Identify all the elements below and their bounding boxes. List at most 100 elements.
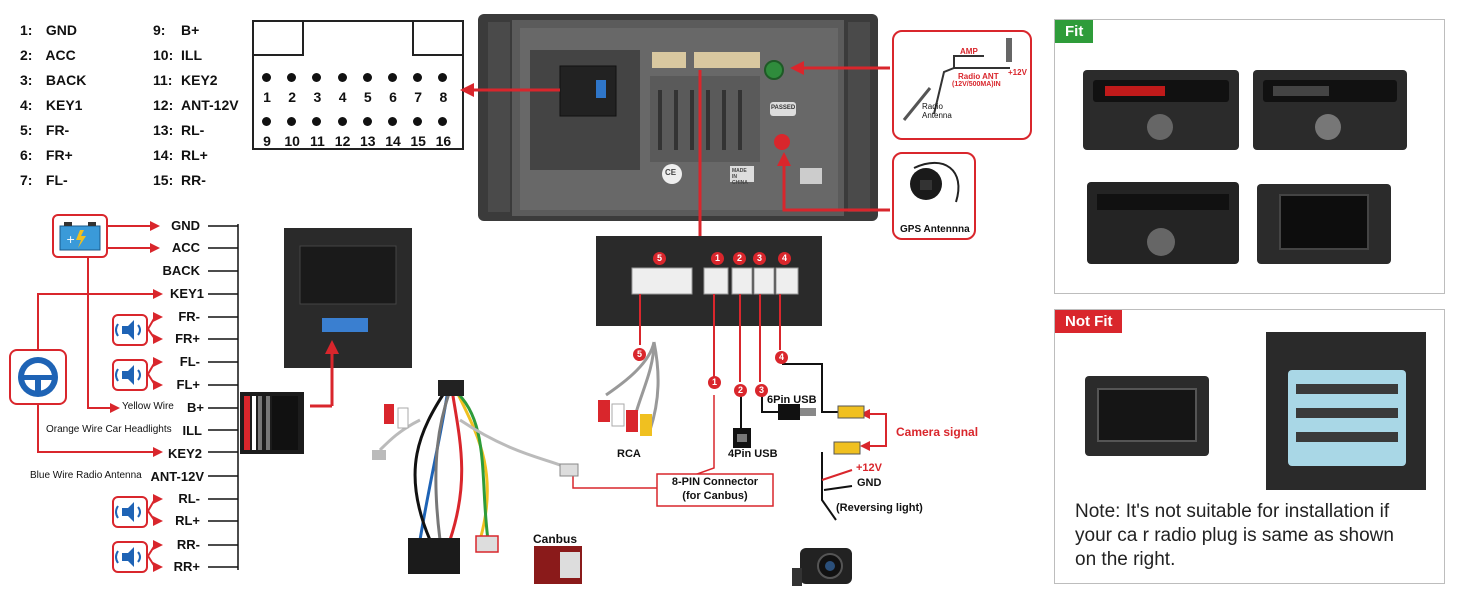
connector-pin-number: 13 xyxy=(360,133,376,149)
gps-antenna-box: GPS Antennna xyxy=(892,152,976,240)
wire-label-ill: ILL xyxy=(182,423,203,438)
wire-label-b-plus: B+ xyxy=(187,400,204,415)
incompatible-plug-photo xyxy=(1266,332,1426,490)
eight-pin-sub-label: (for Canbus) xyxy=(682,490,748,502)
wire-label-rr-minus: RR- xyxy=(176,537,200,552)
connector-pin-number: 9 xyxy=(263,133,271,149)
connector-pin-number: 11 xyxy=(309,133,325,149)
not-fit-note: Note: It's not suitable for installation… xyxy=(1075,501,1394,570)
pin-row: 6: FR+ xyxy=(20,147,73,163)
wire-label-gnd: GND xyxy=(171,218,200,233)
connector-pin-number: 16 xyxy=(435,133,452,149)
pin-row: 4: KEY1 xyxy=(20,97,83,113)
connector-key-left xyxy=(254,22,304,56)
port-number-2: 2 xyxy=(733,252,746,265)
head-unit xyxy=(478,14,878,221)
connector-pin-number: 1 xyxy=(263,89,271,105)
connector-pin-number: 3 xyxy=(313,89,322,105)
speaker-icon xyxy=(112,496,148,528)
wire-note-orange: Orange Wire Car Headlights xyxy=(46,424,172,435)
connector-pin-dot xyxy=(287,117,297,126)
pin-row: 7: FL- xyxy=(20,172,68,188)
not-fit-badge: Not Fit xyxy=(1055,310,1123,333)
connector-pin-number: 4 xyxy=(338,89,347,105)
pin-row: 10:ILL xyxy=(153,47,202,63)
port-number-5: 5 xyxy=(653,252,666,265)
plus12v-label: +12V xyxy=(856,462,882,474)
gnd-label: GND xyxy=(857,477,882,489)
connector-pin-number: 6 xyxy=(389,89,397,105)
wire-label-rr-plus: RR+ xyxy=(173,559,200,574)
connector-pin-dot xyxy=(362,73,372,82)
compatible-radio-4 xyxy=(1257,184,1391,264)
connector-pin-dot xyxy=(388,117,397,126)
connector-pin-number: 7 xyxy=(414,89,423,105)
pin-row: 15:RR- xyxy=(153,172,206,188)
wire-label-acc: ACC xyxy=(171,240,200,255)
pin-row: 13:RL- xyxy=(153,122,205,138)
wire-label-fl-plus: FL+ xyxy=(176,377,200,392)
connector-pin-number: 8 xyxy=(439,89,448,105)
harness-plug xyxy=(240,392,304,454)
connector-pin-number: 12 xyxy=(334,133,351,149)
speaker-icon xyxy=(112,359,148,391)
steering-wheel-icon xyxy=(9,349,67,405)
connector-pin-dot xyxy=(438,117,448,126)
connector-pin-number: 2 xyxy=(288,89,297,105)
connector-pin-dot xyxy=(262,73,271,82)
speaker-icon xyxy=(112,314,148,346)
connector-pin-dot xyxy=(337,73,347,82)
gps-antenna-icon xyxy=(910,162,960,203)
port-number-4: 4 xyxy=(778,252,791,265)
usb6-label: 6Pin USB xyxy=(767,394,817,406)
fit-panel: Fit xyxy=(1054,19,1445,294)
wire-label-rl-minus: RL- xyxy=(178,491,200,506)
connector-pin-number: 14 xyxy=(385,133,401,149)
connector-pin-number: 5 xyxy=(363,89,372,105)
reversing-light-label: (Reversing light) xyxy=(836,502,923,514)
port-number-1: 1 xyxy=(711,252,724,265)
wiring-harness xyxy=(372,380,579,574)
ce-mark: CE xyxy=(665,168,677,177)
pin-row: 3: BACK xyxy=(20,72,87,88)
pin-row: 14:RL+ xyxy=(153,147,208,163)
radio-antenna-box: AMP Radio ANT (12V/500MA)IN +12V Radio A… xyxy=(892,30,1032,140)
made-in-label: MADE IN CHINA xyxy=(732,168,748,186)
connector-pin-dot xyxy=(262,117,271,126)
cable-number-1: 1 xyxy=(708,376,721,389)
cable-number-2: 2 xyxy=(734,384,747,397)
camera-icon xyxy=(792,548,852,586)
camera-signal-label: Camera signal xyxy=(896,425,979,439)
wire-label-rl-plus: RL+ xyxy=(175,513,200,528)
incompatible-radio xyxy=(1085,376,1209,456)
eight-pin-label: 8-PIN Connector xyxy=(671,476,759,488)
rca-bundle xyxy=(598,341,660,436)
fit-badge: Fit xyxy=(1055,20,1094,43)
speaker-icon xyxy=(112,541,148,573)
wire-label-key1: KEY1 xyxy=(170,286,204,301)
connector-pin-number: 15 xyxy=(410,133,426,149)
not-fit-panel: Not Fit Note: It's not suitable for inst… xyxy=(1054,309,1445,584)
connector-pin-dot xyxy=(312,73,322,82)
wire-label-key2: KEY2 xyxy=(168,446,202,461)
compatible-radio-2 xyxy=(1253,70,1407,150)
canbus-label: Canbus xyxy=(533,532,578,546)
wire-label-fl-minus: FL- xyxy=(179,354,200,369)
connector-pin-dot xyxy=(362,117,372,126)
compatible-radio-1 xyxy=(1083,70,1239,150)
pin-row: 2: ACC xyxy=(20,47,76,63)
wire-note-yellow: Yellow Wire xyxy=(122,401,174,412)
connector-pin-dot xyxy=(438,73,448,82)
compatible-radio-3 xyxy=(1087,182,1239,264)
pin-row: 11:KEY2 xyxy=(153,72,218,88)
battery-icon: + xyxy=(52,214,108,258)
red-connections xyxy=(37,225,156,568)
svg-text:+: + xyxy=(66,233,75,246)
connector-pin-dot xyxy=(388,73,397,82)
connector-pin-dot xyxy=(413,73,423,82)
connector-pin-dot xyxy=(337,117,347,126)
wire-label-fr-plus: FR+ xyxy=(175,331,200,346)
cable-number-3: 3 xyxy=(755,384,768,397)
cable-number-5: 5 xyxy=(633,348,646,361)
